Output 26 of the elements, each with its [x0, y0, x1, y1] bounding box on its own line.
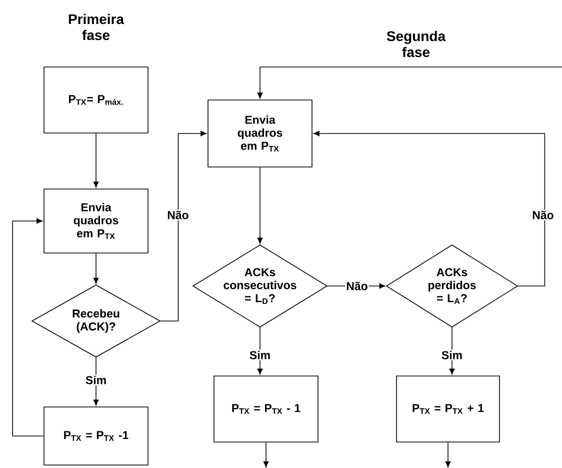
edge-label: Sim — [84, 374, 108, 386]
edge-label: Não — [345, 280, 369, 292]
arrow — [160, 130, 207, 322]
arrow — [257, 167, 263, 244]
edge-label: Não — [531, 210, 555, 220]
phase-heading: Primeira fase — [68, 14, 124, 40]
arrow — [445, 442, 451, 468]
process-box: Envia quadros em P$_{TX}$ — [208, 100, 312, 168]
edge-label: Sim — [248, 350, 272, 360]
process-box: P$_{TX}$ = P$_{TX}$ - 1 — [214, 376, 318, 442]
phase-heading: Segunda fase — [386, 30, 446, 58]
edge-label: Não — [166, 210, 190, 220]
process-box: P$_{TX}$= P$_{máx.}$ — [44, 66, 148, 134]
process-box: P$_{TX}$ = P$_{TX}$ -1 — [44, 406, 148, 466]
edge-label: Sim — [440, 350, 464, 360]
arrow — [257, 326, 263, 375]
arrow — [93, 252, 99, 284]
arrow — [12, 218, 44, 436]
arrow — [449, 326, 455, 375]
arrow — [263, 442, 269, 468]
arrow — [93, 133, 99, 188]
process-box: Envia quadros em P$_{TX}$ — [44, 188, 148, 254]
arrow — [93, 356, 99, 406]
process-box: P$_{TX}$ = P$_{TX}$ + 1 — [396, 376, 500, 442]
arrow — [313, 130, 546, 286]
arrow — [257, 66, 562, 99]
